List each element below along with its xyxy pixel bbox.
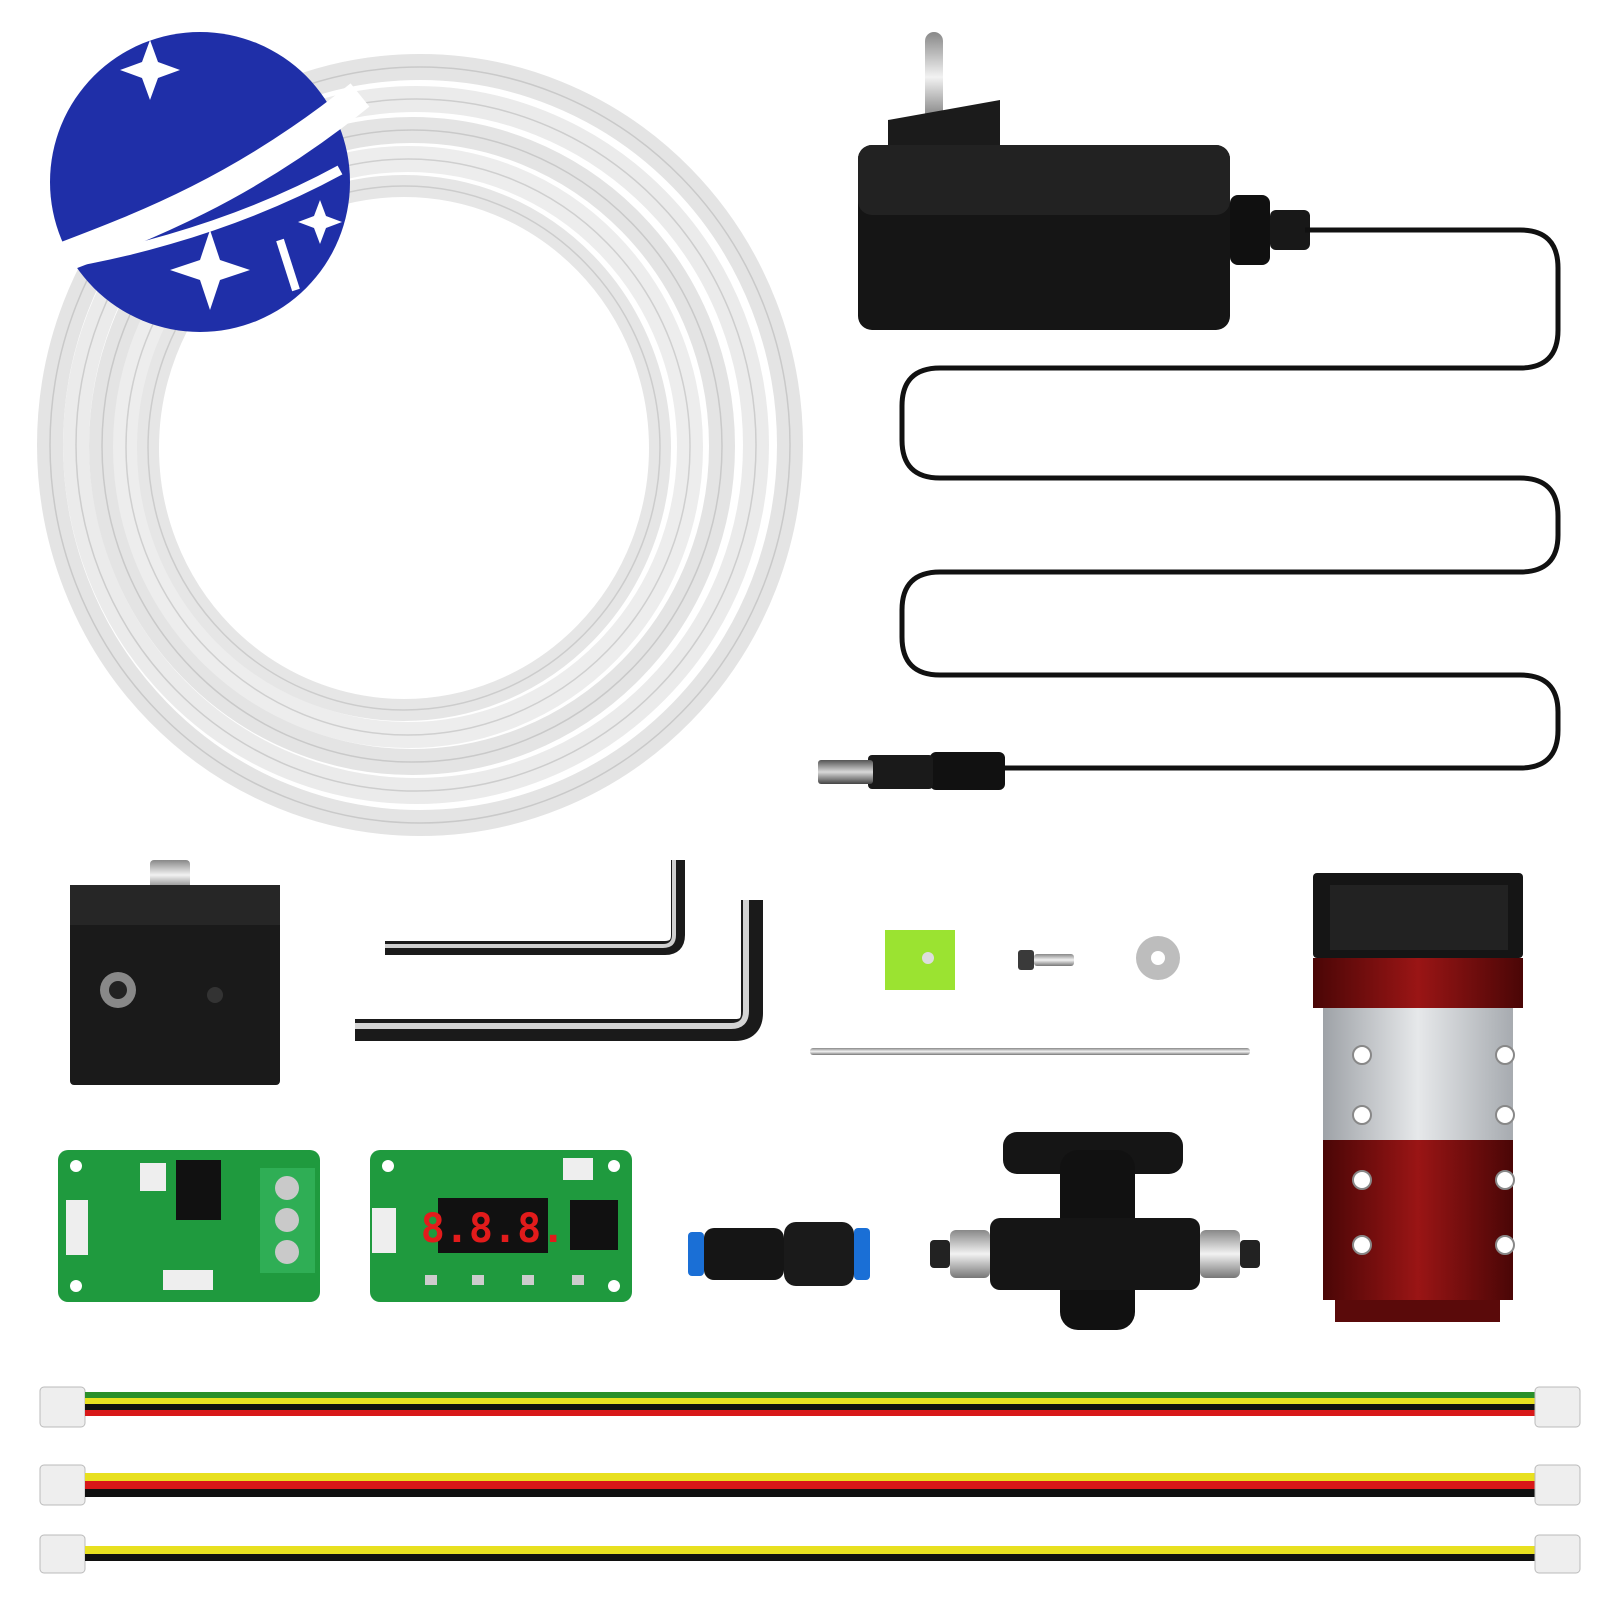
thermal-pad: [885, 930, 955, 990]
cable-2: [39, 1464, 1581, 1506]
tube-coil: [37, 54, 803, 836]
dc-plug: [818, 752, 1005, 790]
pipe-coupling: [688, 1222, 870, 1286]
rod: [810, 1048, 1250, 1055]
dc-cable-icon: [899, 227, 1561, 771]
cable-1: [39, 1386, 1581, 1428]
hex-key-large: [355, 900, 763, 1041]
pcb-board-terminal: [58, 1150, 320, 1302]
brand-logo-icon: [23, 32, 370, 332]
power-adapter-icon: [858, 32, 1310, 330]
ball-valve: [930, 1132, 1260, 1330]
display-readout: 8.8.8.: [421, 1206, 566, 1252]
washer: [1136, 936, 1180, 980]
hex-key-small: [385, 860, 685, 955]
screw: [1018, 950, 1074, 970]
pcb-board-display: [370, 1150, 632, 1302]
laser-module: [1313, 873, 1523, 1322]
cable-3: [39, 1534, 1581, 1574]
nozzle-block: [70, 860, 280, 1085]
